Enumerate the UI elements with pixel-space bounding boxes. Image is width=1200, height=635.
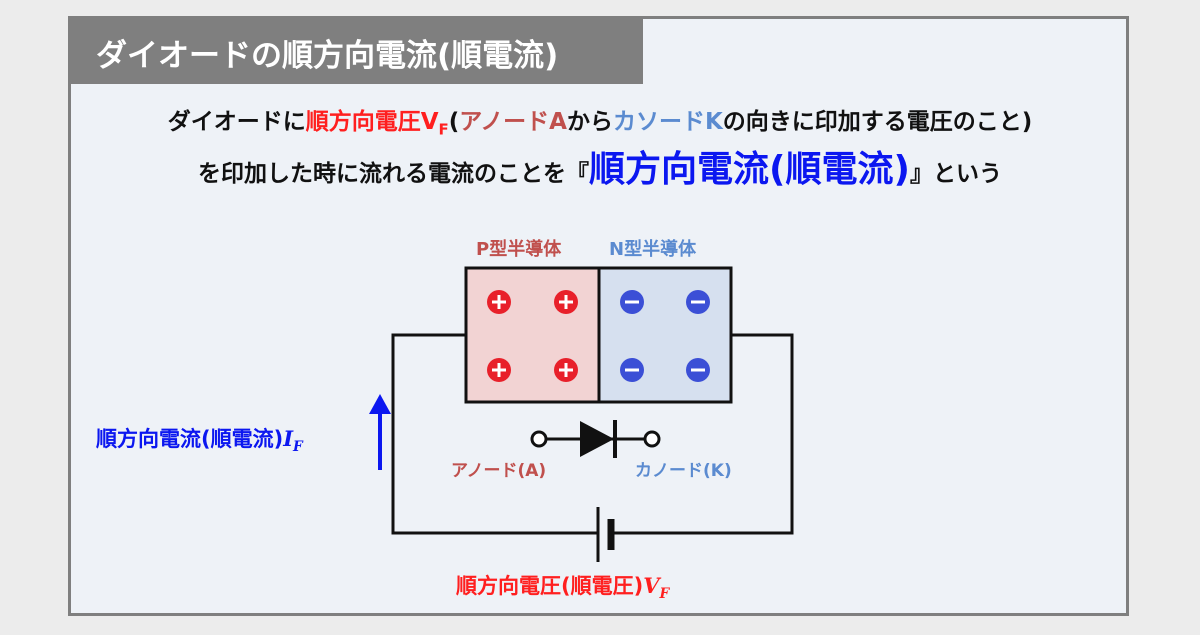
forward-current-term: 順方向電流(順電流) xyxy=(589,149,910,190)
hole-icon xyxy=(487,290,511,314)
text-segment: ダイオードに xyxy=(167,109,306,135)
description-line-1: ダイオードに順方向電圧VF(アノードAからカソードKの向きに印加する電圧のこと) xyxy=(0,102,1200,139)
subscript: F xyxy=(438,120,449,139)
electron-icon xyxy=(686,358,710,382)
diode-symbol-icon xyxy=(530,420,661,458)
text-segment: の向きに印加する電圧のこと) xyxy=(722,109,1033,135)
page-title: ダイオードの順方向電流(順電流) xyxy=(96,38,559,74)
p-type-region xyxy=(464,266,601,404)
text-segment: を印加した時に流れる電流のことを『 xyxy=(198,161,590,187)
wire-left xyxy=(391,333,598,535)
anode-label: アノード(A) xyxy=(451,461,547,481)
anode-term: アノードA xyxy=(459,109,567,135)
description-line-2: を印加した時に流れる電流のことを『順方向電流(順電流)』という xyxy=(0,140,1200,192)
electron-icon xyxy=(620,358,644,382)
n-type-label: N型半導体 xyxy=(609,239,697,260)
voltage-symbol: VF xyxy=(643,573,669,602)
text-segment: 順方向電圧V xyxy=(305,109,439,135)
text-segment: 』という xyxy=(909,161,1002,187)
hole-icon xyxy=(554,290,578,314)
text-segment: 順方向電圧(順電圧) xyxy=(456,574,644,598)
electron-icon xyxy=(620,290,644,314)
subscript: F xyxy=(659,586,670,603)
text-segment: I xyxy=(283,426,294,451)
hole-icon xyxy=(554,358,578,382)
forward-current-label: 順方向電流(順電流)IF xyxy=(96,423,303,455)
text-segment: 順方向電流(順電流) xyxy=(96,427,284,451)
n-type-region xyxy=(597,266,733,404)
text-segment: V xyxy=(643,573,660,598)
hole-icon xyxy=(487,358,511,382)
forward-voltage-term: 順方向電圧VF xyxy=(305,109,449,139)
title-tab: ダイオードの順方向電流(順電流) xyxy=(68,16,643,84)
electron-icon xyxy=(686,290,710,314)
forward-voltage-label: 順方向電圧(順電圧)VF xyxy=(456,570,669,602)
current-symbol: IF xyxy=(283,426,303,455)
text-segment: から xyxy=(566,109,613,135)
wire-right xyxy=(613,333,794,535)
text-segment: ( xyxy=(448,109,460,135)
p-type-label: P型半導体 xyxy=(476,239,562,260)
cathode-term: カソードK xyxy=(612,109,723,135)
subscript: F xyxy=(293,439,303,456)
current-arrow-head xyxy=(369,394,391,414)
cathode-label: カノード(K) xyxy=(635,461,732,481)
